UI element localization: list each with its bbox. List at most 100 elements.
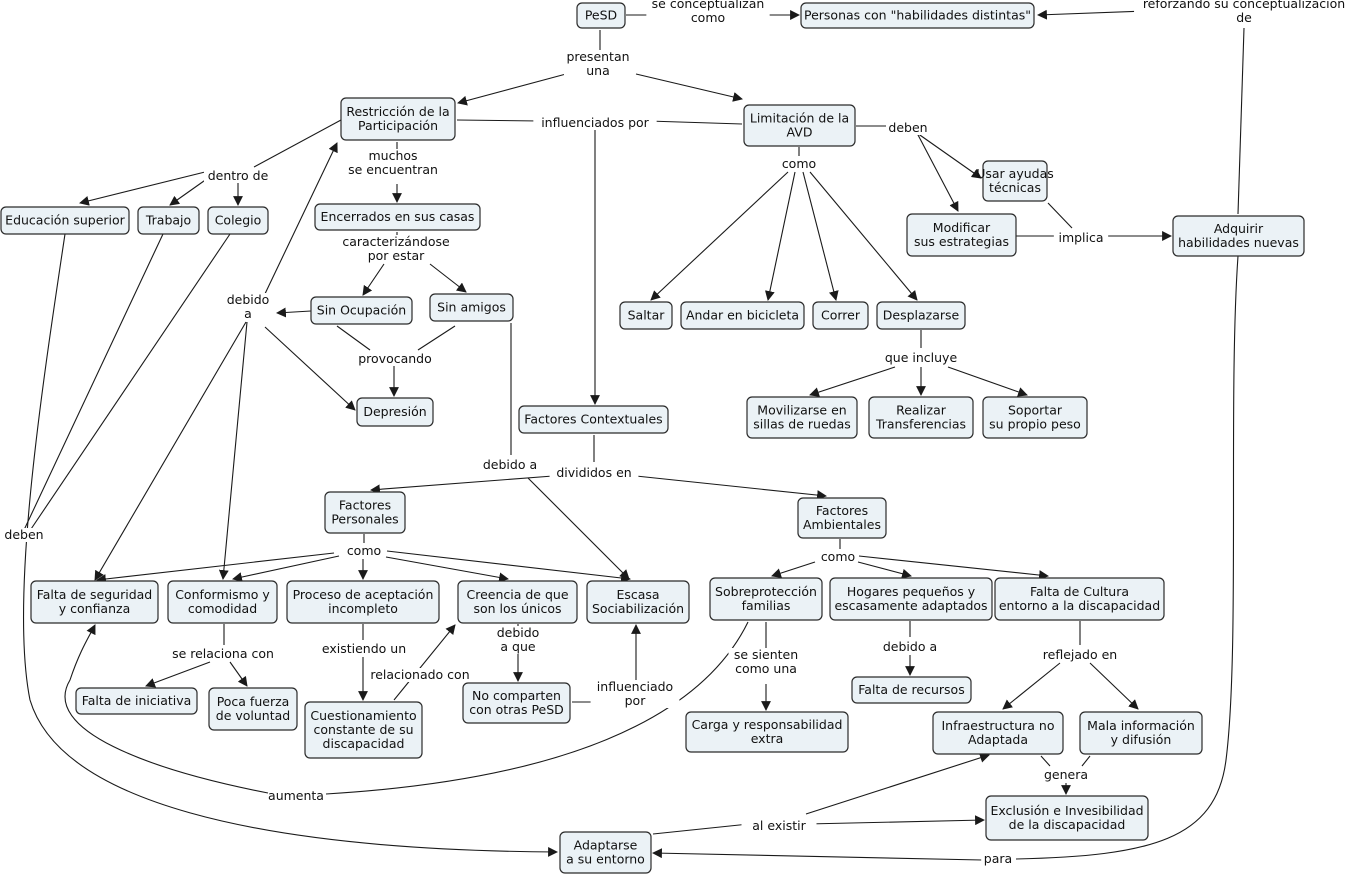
- link-label-backing: [887, 121, 929, 135]
- concept-label: Movilizarse en: [757, 402, 846, 417]
- connector-65: [393, 624, 456, 701]
- concept-label: Saltar: [628, 307, 666, 322]
- link-como-avd: como: [782, 156, 816, 171]
- concept-saltar[interactable]: Saltar: [619, 301, 673, 330]
- connector-8: [647, 120, 743, 125]
- link-reflejado-en: reflejado en: [1035, 647, 1125, 662]
- connector-80: [325, 621, 749, 795]
- concept-box: [932, 711, 1064, 755]
- concept-factores-contextuales[interactable]: Factores Contextuales: [518, 405, 669, 434]
- concept-label: entorno a la discapacidad: [999, 598, 1160, 613]
- concept-label: familias: [742, 598, 791, 613]
- concept-box: [994, 577, 1165, 621]
- connector-31: [635, 475, 827, 500]
- concept-box: [518, 405, 669, 434]
- link-que-incluye: que incluye: [880, 350, 962, 365]
- link-label: dentro de: [208, 168, 269, 183]
- concept-label: y difusión: [1111, 732, 1172, 747]
- connector-59: [26, 233, 231, 536]
- concept-label: Colegio: [215, 212, 262, 227]
- concept-sin-amigos[interactable]: Sin amigos: [429, 293, 514, 322]
- concept-label: Cuestionamiento: [310, 708, 416, 723]
- link-label: deben: [888, 120, 927, 135]
- connector-21: [94, 321, 247, 581]
- concept-correr[interactable]: Correr: [812, 301, 869, 330]
- connector-22: [218, 321, 248, 580]
- concept-box: [812, 301, 869, 330]
- concept-label: Sin amigos: [437, 299, 506, 314]
- connector-46: [947, 366, 1028, 397]
- concept-box: [576, 2, 626, 29]
- concept-andar-bicicleta[interactable]: Andar en bicicleta: [680, 301, 805, 330]
- connector-62: [229, 661, 248, 687]
- concept-box: [876, 301, 966, 330]
- concept-label: Falta de Cultura: [1030, 584, 1129, 599]
- concept-label: Falta de seguridad: [37, 587, 153, 602]
- concept-depresion[interactable]: Depresión: [356, 397, 434, 427]
- link-label: como una: [735, 661, 797, 676]
- connector-51: [385, 556, 509, 583]
- concept-box: [619, 301, 673, 330]
- link-label-backing: [224, 293, 272, 321]
- concept-trabajo[interactable]: Trabajo: [137, 206, 200, 235]
- concept-educacion-superior[interactable]: Educación superior: [0, 206, 130, 235]
- concept-label: constante de su: [313, 722, 413, 737]
- link-label: aumenta: [268, 788, 324, 803]
- concept-box: [30, 580, 159, 624]
- link-label: existiendo un: [322, 641, 406, 656]
- concept-label: Andar en bicicleta: [686, 307, 799, 322]
- link-label-backing: [365, 668, 475, 682]
- connector-lines: [22, 9, 1245, 861]
- concept-encerrados[interactable]: Encerrados en sus casas: [314, 203, 481, 231]
- link-dentro-de: dentro de: [203, 168, 273, 183]
- concept-habilidades-distintas[interactable]: Personas con "habilidades distintas": [800, 2, 1035, 29]
- link-deben-right: deben: [887, 120, 929, 135]
- concept-falta-iniciativa[interactable]: Falta de iniciativa: [75, 687, 198, 715]
- connector-6: [635, 73, 743, 102]
- concept-sin-ocupacion[interactable]: Sin Ocupación: [310, 296, 413, 325]
- concept-desplazarse[interactable]: Desplazarse: [876, 301, 966, 330]
- concept-label: comodidad: [188, 601, 257, 616]
- link-label-backing: [316, 642, 412, 656]
- concept-label: Sin Ocupación: [317, 302, 406, 317]
- link-label-backing: [880, 351, 962, 365]
- concept-label: Infraestructura no: [941, 718, 1054, 733]
- connector-83: [806, 815, 985, 826]
- connector-86: [652, 848, 983, 861]
- concept-colegio[interactable]: Colegio: [207, 206, 269, 235]
- link-label: reforzando su conceptualización: [1143, 0, 1345, 11]
- concept-label: Sobreprotección: [715, 584, 817, 599]
- concept-label: Conformismo y: [175, 587, 270, 602]
- concept-falta-recursos[interactable]: Falta de recursos: [851, 676, 972, 704]
- concept-pesd[interactable]: PeSD: [576, 2, 626, 29]
- concept-label: Poca fuerza: [217, 694, 290, 709]
